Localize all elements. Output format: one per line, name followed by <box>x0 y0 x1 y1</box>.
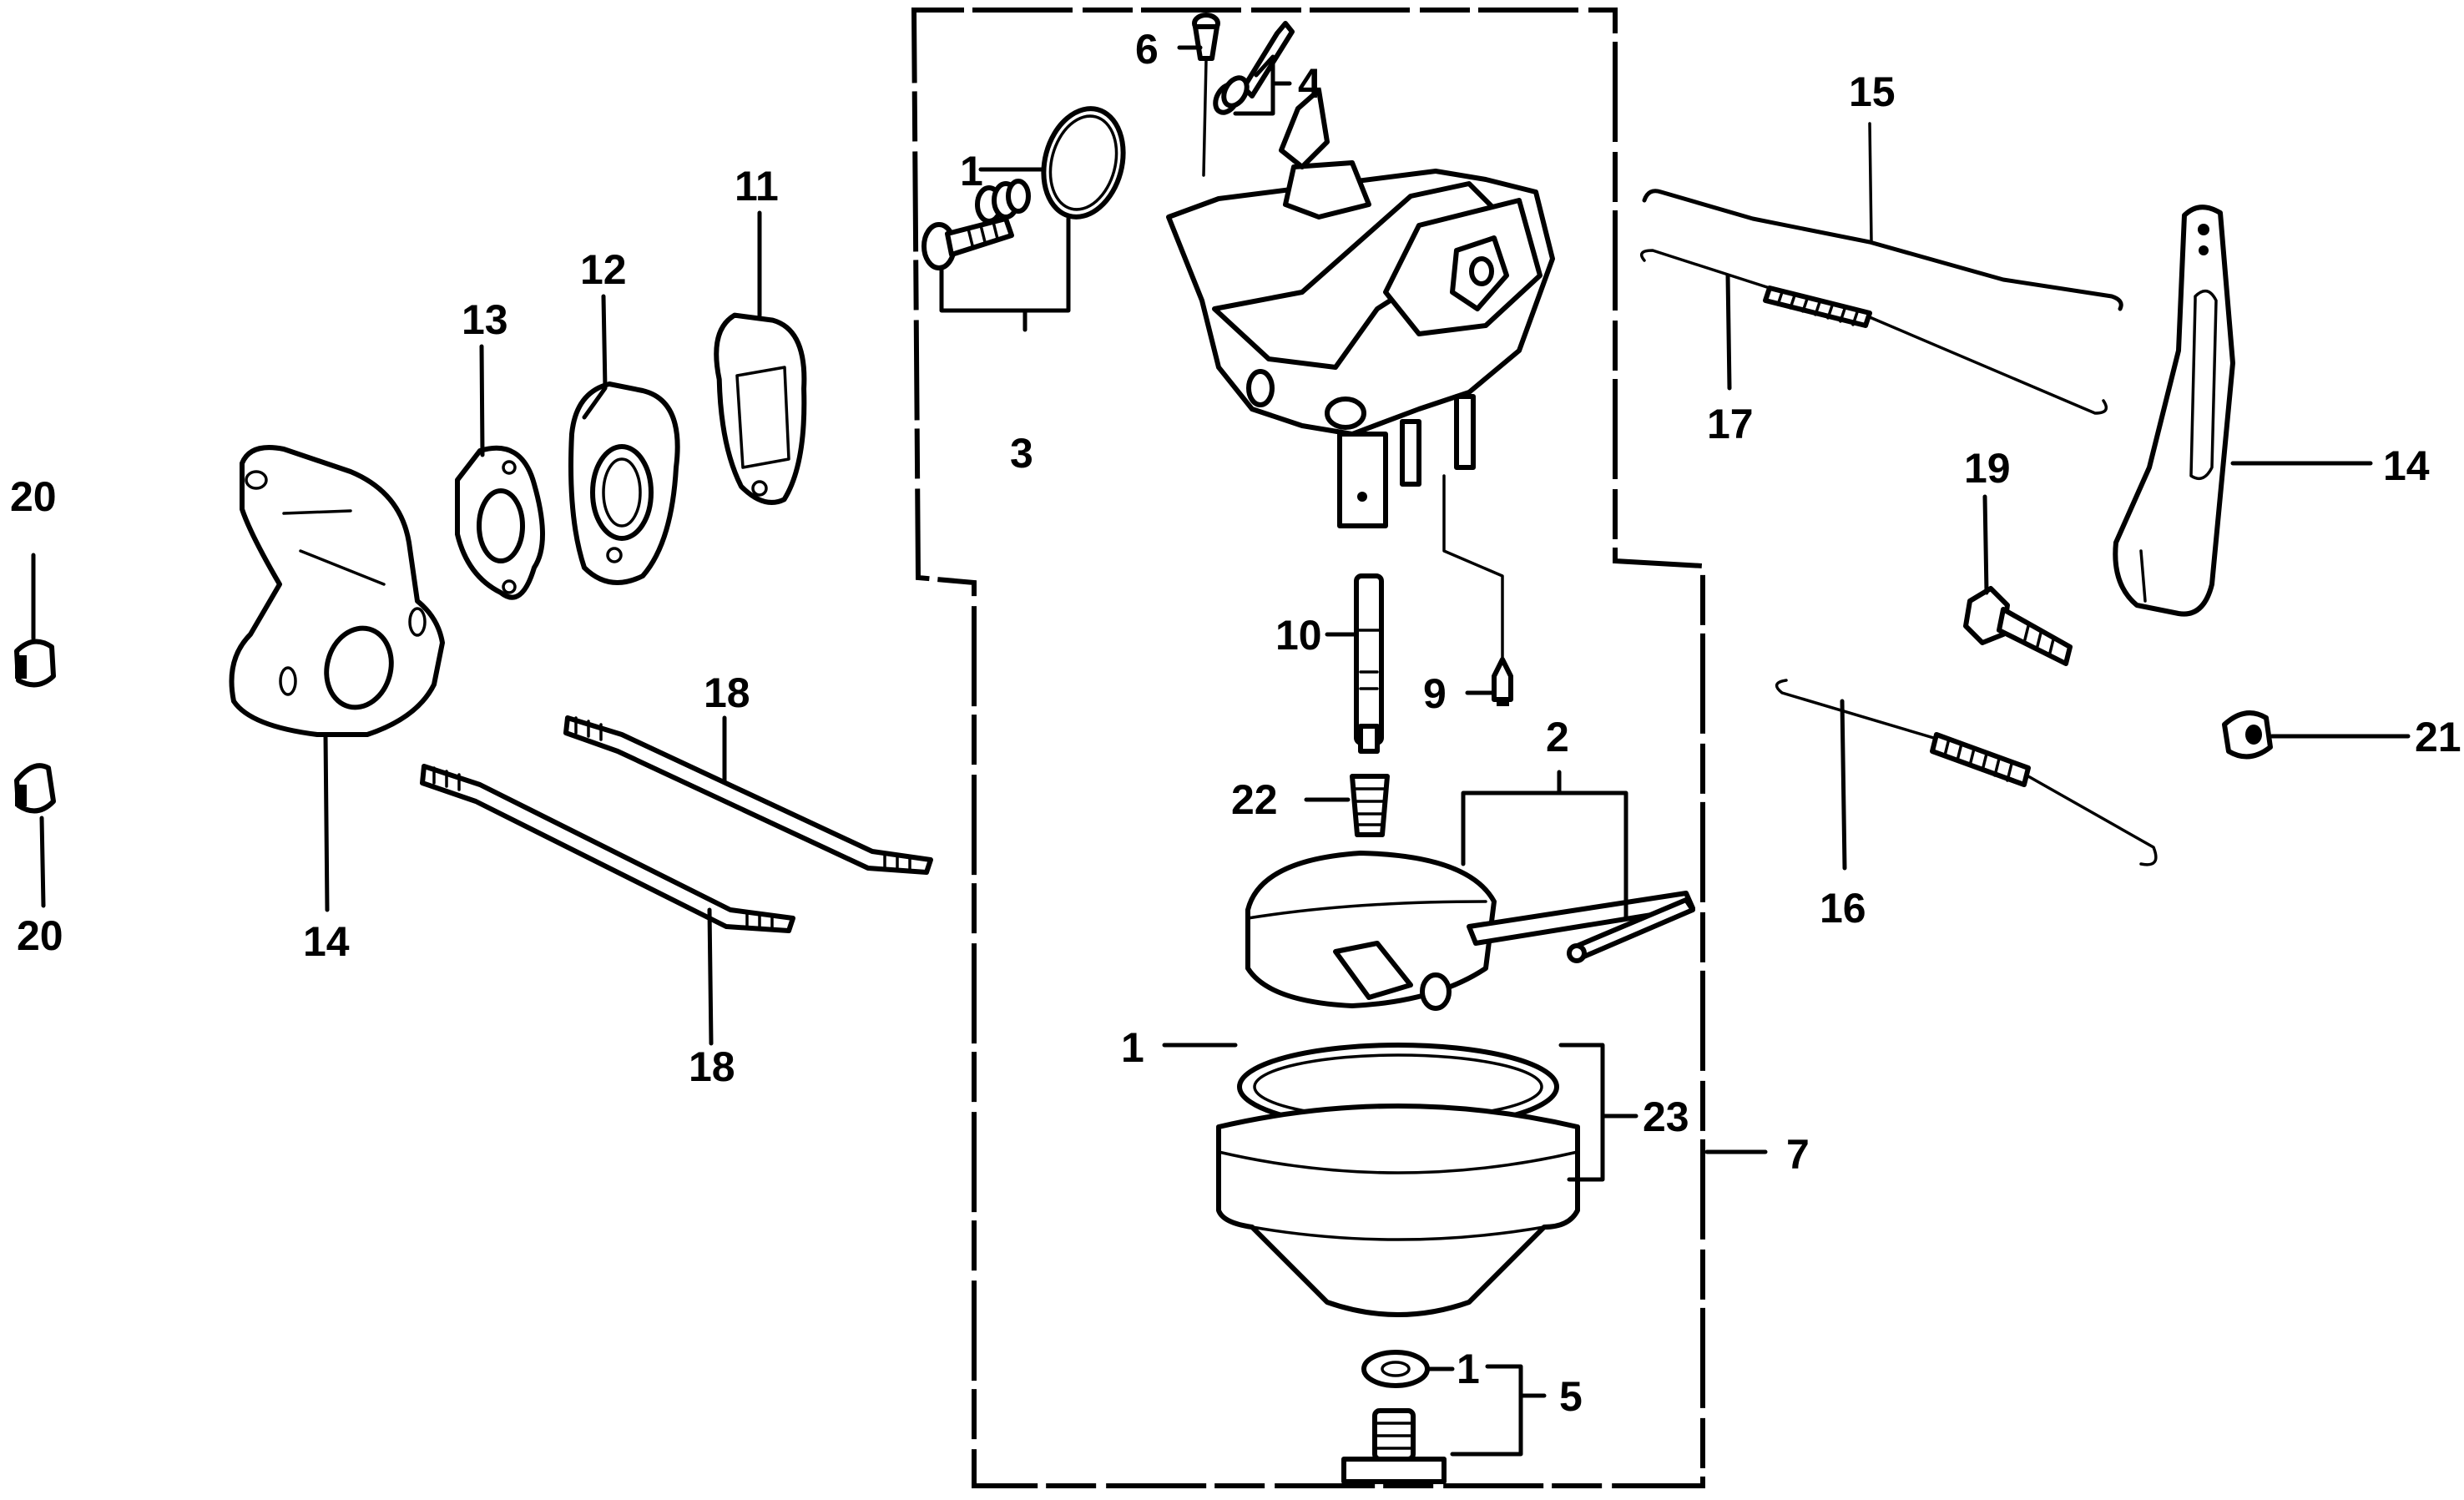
callout-18-lower: 18 <box>689 1043 735 1090</box>
part-18-stud-upper <box>563 715 933 875</box>
callout-10: 12 <box>580 246 627 293</box>
callout-2: 2 <box>1546 714 1569 760</box>
part-1-o-ring-top <box>1041 106 1126 220</box>
callout-16: 16 <box>1820 885 1866 932</box>
part-23-float-bowl <box>1216 1104 1580 1317</box>
callout-20-lower: 20 <box>17 912 63 959</box>
part-11-gasket <box>714 312 807 505</box>
callout-13: 13 <box>462 296 508 343</box>
part-1-drain-washer <box>1361 1350 1430 1388</box>
callout-5: 5 <box>1559 1373 1583 1420</box>
callout-4: 4 <box>1298 60 1321 107</box>
part-6-screw <box>1192 13 1220 61</box>
callout-11: 11 <box>735 163 779 210</box>
part-15-throttle-rod <box>1642 189 2123 311</box>
callout-1-bowl: 1 <box>1121 1024 1144 1071</box>
callout-19: 19 <box>1964 445 2011 492</box>
part-carburetor-body <box>1166 88 1555 528</box>
part-12-intake-manifold <box>229 445 445 737</box>
callout-9: 10 <box>1275 612 1322 659</box>
part-22-main-jet <box>1350 774 1390 837</box>
part-18-stud-lower <box>420 764 795 933</box>
part-2-float <box>1245 851 1695 1011</box>
part-5-drain-bolt <box>1341 1408 1447 1484</box>
part-2-float-pin <box>1567 897 1695 963</box>
part-4-throttle-stop-screw <box>1213 21 1295 115</box>
part-19-bolt <box>1963 586 2073 666</box>
part-3-pilot-screw <box>921 179 1031 270</box>
part-21-nut <box>2222 710 2273 760</box>
part-13-gasket <box>455 445 545 600</box>
part-20-nut-upper <box>14 639 56 688</box>
part-14-governor-arm <box>2113 205 2235 617</box>
callout-8: 9 <box>1423 670 1447 717</box>
callout-15: 15 <box>1849 68 1896 115</box>
part-16-spring <box>1775 679 2158 866</box>
callout-22: 22 <box>1231 776 1278 823</box>
callout-6: 6 <box>1135 26 1159 73</box>
assembly-boundary <box>911 8 1705 1488</box>
callout-1-top: 1 <box>960 148 983 194</box>
callout-17: 17 <box>1707 401 1754 447</box>
callout-14-visible: 14 <box>2383 442 2430 489</box>
part-10-insulator <box>568 381 680 585</box>
callout-1-drain: 1 <box>1457 1346 1480 1392</box>
part-17-governor-spring <box>1639 249 2108 415</box>
callout-12: 14 <box>303 918 350 965</box>
part-8-float-valve <box>1492 657 1513 706</box>
callout-3: 3 <box>1010 430 1033 477</box>
callout-20-upper: 20 <box>10 473 57 520</box>
callout-7: 7 <box>1786 1131 1810 1178</box>
part-9-main-nozzle <box>1354 573 1384 754</box>
callout-18-upper: 18 <box>704 669 750 716</box>
callout-21: 21 <box>2415 714 2461 760</box>
callout-23: 23 <box>1643 1093 1689 1140</box>
part-20-nut-lower <box>14 763 56 814</box>
